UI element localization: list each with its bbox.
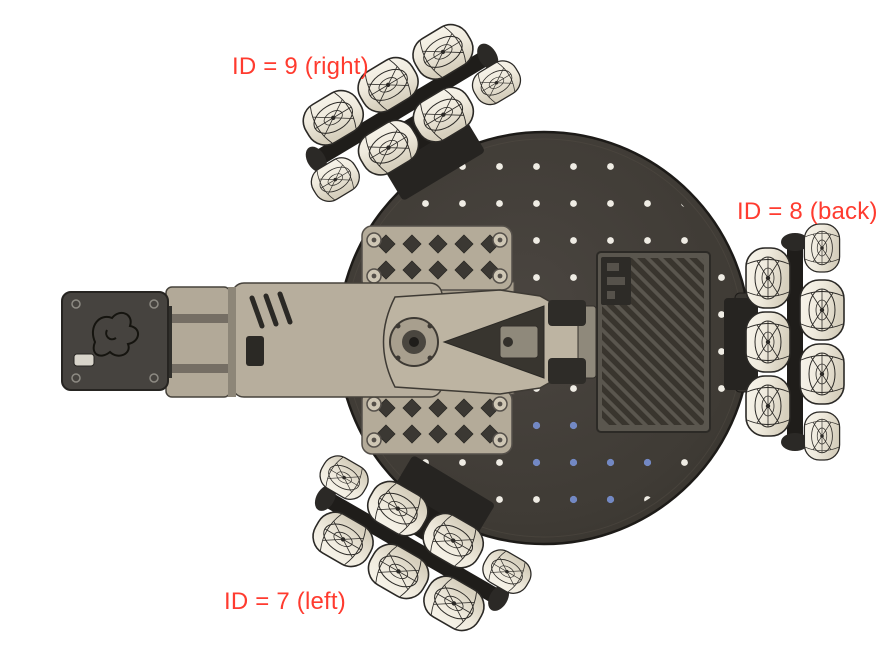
wheel-label-right-id9: ID = 9 (right) [232,53,369,80]
diamond-cutouts-top [376,234,500,280]
wheel-label-left-id7: ID = 7 (left) [224,588,346,615]
housing-vents [249,291,293,329]
arm-link-cutout [442,305,545,379]
logo-scribble [92,311,139,357]
diamond-cutouts-bottom [376,398,500,444]
omni-wheel-back-id8 [746,224,844,460]
robot-arm [61,282,597,398]
wheel-bracket-right-id9 [386,111,484,200]
vent-box-connector [601,257,631,305]
wheel-label-back-id8: ID = 8 (back) [737,198,878,225]
vent-box [596,251,711,433]
vent-slats [602,258,704,425]
arm-joint [389,317,439,367]
gripper [61,291,172,391]
